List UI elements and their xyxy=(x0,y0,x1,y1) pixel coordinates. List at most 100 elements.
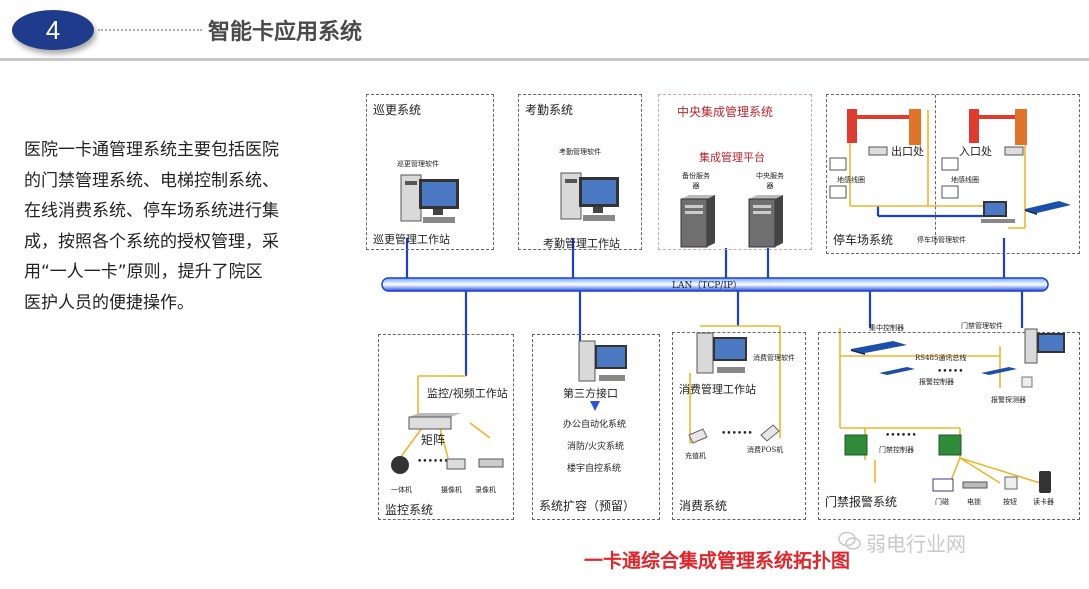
workstation-icon xyxy=(578,340,627,382)
server-icon xyxy=(748,195,783,248)
door-ctrl-ellipsis: •••••• xyxy=(885,431,917,441)
central-title: 中央集成管理系统 xyxy=(677,105,774,119)
lan-bus xyxy=(381,277,1049,292)
diagram-connections xyxy=(381,110,1049,484)
description-line: 的门禁管理系统、电梯控制系统、 xyxy=(24,170,279,191)
camera2-label: 摄像机 xyxy=(441,486,462,494)
attendance-software-label: 考勤管理软件 xyxy=(559,148,601,156)
camera-icon xyxy=(868,146,888,156)
access-title: 门禁报警系统 xyxy=(825,495,898,509)
central-controller-icon xyxy=(851,341,907,355)
access-system-box: 集中控制器 门禁管理软件 RS485通讯总线 ••••• 报警控制器 报警探测器… xyxy=(818,322,1080,520)
topology-diagram: 巡更系统 巡更管理软件 巡更管理工作站 考勤系统 考勤管理软件 考勤管理工作站 … xyxy=(360,88,1080,588)
description-line: 用“一人一卡”原则，提升了院区 xyxy=(24,262,263,282)
diagram-caption: 一卡通综合集成管理系统拓扑图 xyxy=(584,550,851,572)
third-party-interface: 第三方接口 xyxy=(563,387,618,400)
alarm-controller-icon xyxy=(981,367,1017,375)
central-platform-label: 集成管理平台 xyxy=(699,151,765,164)
monitor-system-box: 监控/视频工作站 矩阵 •••••• 一体机 摄像机 录像机 监控系统 xyxy=(378,334,514,520)
parking-exit-label: 出口处 xyxy=(891,145,924,158)
expansion-item: 消防/火灾系统 xyxy=(567,442,625,452)
workstation-icon xyxy=(696,332,747,374)
header: 4 智能卡应用系统 xyxy=(0,0,1089,62)
page-title: 智能卡应用系统 xyxy=(208,20,363,45)
patrol-system-box: 巡更系统 巡更管理软件 巡更管理工作站 xyxy=(366,94,494,250)
parking-software-label: 停车场管理软件 xyxy=(917,236,966,244)
electric-lock-icon xyxy=(962,481,988,489)
description-line: 在线消费系统、停车场系统进行集 xyxy=(24,201,279,221)
electric-lock-label: 电锁 xyxy=(967,498,981,506)
backup-server-label: 备份服务器 xyxy=(682,172,710,190)
door-magnet-icon xyxy=(932,478,954,492)
parking-system-box: 出口处 地感线圈 入口处 地感线圈 停车场系统 停车场管理软件 xyxy=(826,94,1080,254)
video-matrix-icon xyxy=(408,413,461,430)
alarm-probe-label: 报警探测器 xyxy=(991,396,1026,404)
attendance-station-label: 考勤管理工作站 xyxy=(543,237,620,250)
header-divider xyxy=(0,58,1089,61)
attendance-title: 考勤系统 xyxy=(525,103,574,117)
section-number-badge: 4 xyxy=(12,10,94,50)
network-switch-icon xyxy=(1025,201,1071,215)
arrow-down-icon xyxy=(590,401,600,411)
camera-icon xyxy=(446,458,466,470)
recharge-label: 充值机 xyxy=(685,452,706,460)
door-controller-board-icon xyxy=(844,434,868,456)
parking-divider xyxy=(935,95,936,245)
description-line: 成，按照各个系统的授权管理，采 xyxy=(24,231,279,252)
consume-station-label: 消费管理工作站 xyxy=(679,383,756,396)
door-magnet-label: 门磁 xyxy=(935,498,949,506)
description-line: 医护人员的便捷操作。 xyxy=(24,292,194,313)
pos-label: 消费POS机 xyxy=(747,446,784,454)
card-reader-icon xyxy=(1039,471,1051,493)
parking-entry-label: 入口处 xyxy=(959,145,992,158)
workstation-icon xyxy=(1024,328,1065,364)
consume-system-box: 消费管理软件 消费管理工作站 •••••• 充值机 消费POS机 消费系统 xyxy=(672,332,806,520)
wechat-icon xyxy=(838,531,861,550)
access-software-label: 门禁管理软件 xyxy=(961,322,1003,330)
alarm-ellipsis: ••••• xyxy=(937,367,964,377)
expansion-item: 楼宇自控系统 xyxy=(567,464,622,474)
consume-title: 消费系统 xyxy=(679,499,728,513)
alarm-probe-icon xyxy=(1021,376,1033,388)
monitor-ellipsis: •••••• xyxy=(417,457,449,467)
camera-icon xyxy=(1004,146,1024,156)
description: 医院一卡通管理系统主要包括医院 的门禁管理系统、电梯控制系统、 在线消费系统、停… xyxy=(24,135,324,318)
server-icon xyxy=(680,195,715,248)
recharge-machine-icon xyxy=(688,428,708,444)
alarm-controller-label: 报警控制器 xyxy=(919,378,954,386)
parking-sensor-label-2: 地感线圈 xyxy=(951,176,979,184)
exit-barrier-icon xyxy=(847,109,921,145)
parking-title: 停车场系统 xyxy=(833,233,894,247)
monitor-station-label: 监控/视频工作站 xyxy=(427,387,508,400)
workstation-icon xyxy=(400,174,459,223)
workstation-icon xyxy=(981,201,1015,223)
door-controller-label: 门禁控制器 xyxy=(879,446,914,454)
header-dotted-leader xyxy=(98,29,202,31)
exit-button-icon xyxy=(1004,476,1018,490)
expansion-item: 办公自动化系统 xyxy=(563,420,627,430)
exit-button-label: 按钮 xyxy=(1003,498,1017,506)
patrol-title: 巡更系统 xyxy=(373,103,422,117)
alarm-controller-icon xyxy=(879,367,915,375)
description-line: 医院一卡通管理系统主要包括医院 xyxy=(24,140,279,160)
attendance-system-box: 考勤系统 考勤管理软件 考勤管理工作站 xyxy=(518,94,642,250)
pos-machine-icon xyxy=(760,424,780,442)
expansion-title: 系统扩容（预留） xyxy=(539,499,636,513)
consume-software-label: 消费管理软件 xyxy=(753,354,795,362)
lan-label: LAN（TCP/IP） xyxy=(672,281,742,291)
patrol-station-label: 巡更管理工作站 xyxy=(373,233,450,246)
camera3-label: 录像机 xyxy=(475,486,496,494)
door-controller-board-icon xyxy=(938,434,962,456)
camera1-label: 一体机 xyxy=(391,486,412,494)
entry-barrier-icon xyxy=(969,109,1027,145)
expansion-box: 第三方接口 办公自动化系统 消防/火灾系统 楼宇自控系统 系统扩容（预留） xyxy=(532,334,660,520)
monitor-title: 监控系统 xyxy=(385,503,434,517)
central-controller-label: 集中控制器 xyxy=(869,324,904,332)
parking-sensor-label: 地感线圈 xyxy=(837,176,865,184)
workstation-icon xyxy=(560,172,619,221)
card-reader-label: 读卡器 xyxy=(1033,498,1054,506)
matrix-label: 矩阵 xyxy=(421,433,446,447)
consume-ellipsis: •••••• xyxy=(721,429,753,439)
dome-camera-icon xyxy=(391,456,409,474)
patrol-software-label: 巡更管理软件 xyxy=(397,160,439,168)
